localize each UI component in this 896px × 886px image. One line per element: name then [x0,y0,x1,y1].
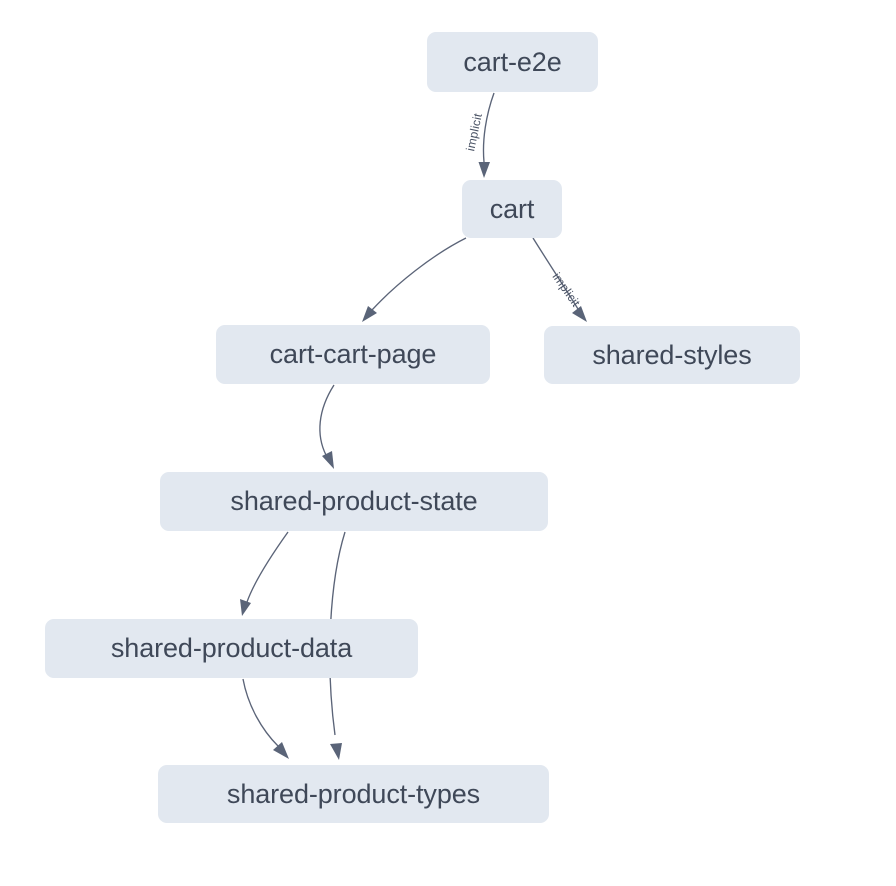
node-cart-e2e[interactable]: cart-e2e [427,32,598,92]
arrowhead-icon [362,306,377,322]
arrowhead-icon [240,599,251,616]
edge-path [319,384,335,456]
node-shared-product-types[interactable]: shared-product-types [158,765,549,823]
node-shared-styles[interactable]: shared-styles [544,326,800,384]
node-shared-product-state[interactable]: shared-product-state [160,472,548,531]
node-label: shared-product-data [110,633,353,663]
edge-label-implicit-2: implicit [550,270,584,310]
node-shared-product-data[interactable]: shared-product-data [45,619,418,678]
edge-path [482,92,495,163]
edge-cart-cart-page-to-shared-product-state [319,384,335,469]
edge-cart-to-cart-cart-page [362,237,467,322]
node-label: shared-product-types [226,778,481,809]
node-cart-cart-page[interactable]: cart-cart-page [216,325,490,384]
node-cart[interactable]: cart [462,180,562,238]
arrowhead-icon [478,162,490,178]
node-label: cart-e2e [463,46,562,77]
arrowhead-icon [572,306,587,322]
edge-cart-e2e-to-cart [478,92,495,178]
node-label: cart [489,193,535,224]
edge-shared-product-state-to-shared-product-data [240,531,289,616]
node-label: shared-styles [592,339,752,370]
edge-path [532,237,579,310]
edge-path [246,531,289,603]
arrowhead-icon [322,451,334,469]
node-label: cart-cart-page [269,339,437,369]
edge-label-implicit-1: implicit [463,112,485,153]
edge-path [242,678,279,747]
edge-shared-product-data-to-shared-product-types [242,678,289,759]
node-label: shared-product-state [230,486,478,516]
arrowhead-icon [330,743,342,760]
arrowhead-icon [273,742,289,759]
edge-cart-to-shared-styles [532,237,587,322]
edge-path [371,237,467,311]
